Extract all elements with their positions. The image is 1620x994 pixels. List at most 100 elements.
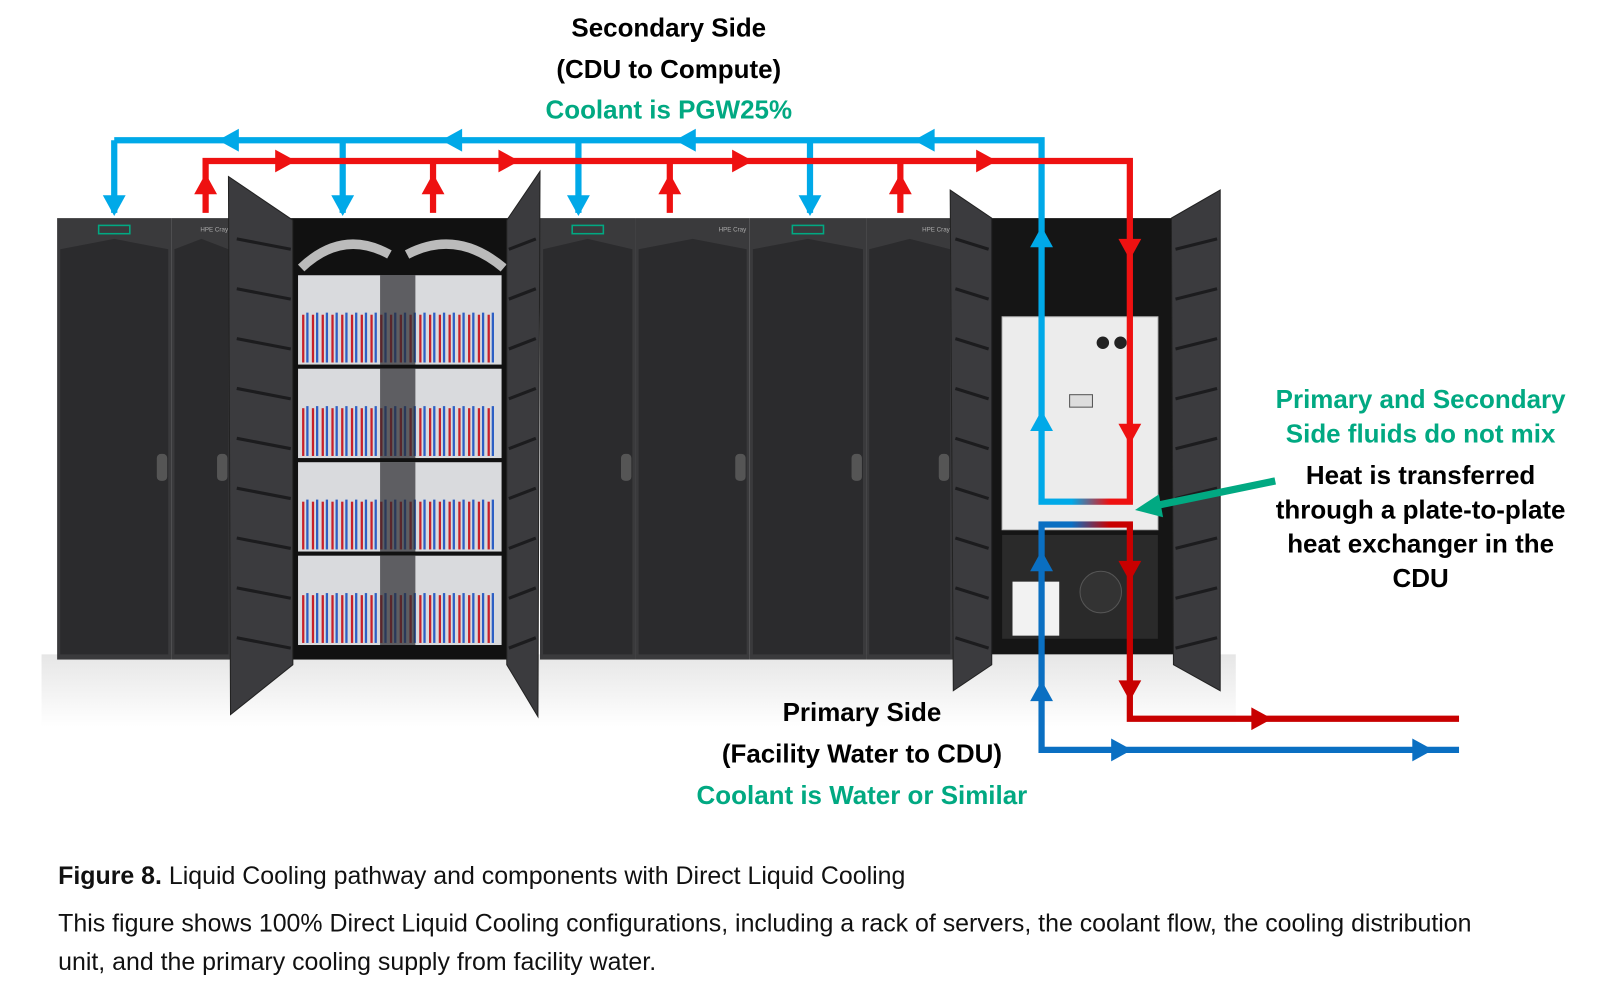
flow-arrow-up-icon [658,173,682,195]
flow-arrow-right-icon [498,149,520,173]
secondary-exchanger-pass [1038,498,1133,505]
pointer-arrow-icon [1135,494,1164,518]
flow-arrow-left-icon [218,128,239,152]
door-grille [236,287,292,301]
figure-title: Liquid Cooling pathway and components wi… [162,862,905,890]
door-handle-icon [217,453,228,481]
caption-body-line2: unit, and the primary cooling supply fro… [58,948,656,976]
cdu-left-door [949,189,993,692]
no-mix-note-line2: Side fluids do not mix [1286,418,1556,448]
door-grille [954,386,990,401]
compute-left-door [227,175,294,716]
door-grille [1175,436,1218,451]
flow-arrow-down-icon [567,195,590,217]
door-grille [508,237,537,251]
door-grille [236,486,292,501]
switch-blade [380,275,416,365]
flow-arrow-down-icon [798,195,822,217]
primary-coolant-label: Coolant is Water or Similar [697,780,1028,810]
heat-transfer-desc-line1: Heat is transferred [1306,460,1535,490]
door-grille [236,237,292,251]
coolant-manifold [297,239,507,272]
cdu-switch-icon [1096,336,1110,349]
door-grille [1175,636,1218,650]
door-grille [508,387,537,401]
rack-door [543,238,633,655]
rack-door [60,238,169,655]
flow-arrow-up-icon [888,173,912,195]
flow-arrow-up-icon [1030,550,1053,572]
flow-arrow-right-icon [275,149,296,173]
door-grille [236,436,292,451]
secondary-side-title: Secondary Side [571,12,766,42]
door-grille [1175,386,1218,401]
door-handle-icon [735,453,746,481]
flow-arrow-down-icon [1118,238,1142,260]
door-handle-icon [938,453,950,481]
door-grille [954,536,990,550]
door-grille [1175,287,1218,301]
cdu-switch-icon [1114,336,1127,349]
door-handle-icon [156,453,168,481]
door-grille [508,636,537,650]
flow-arrow-left-icon [913,128,935,152]
door-grille [508,436,537,451]
door-grille [954,237,990,251]
primary-side-title: Primary Side [783,697,942,727]
heat-transfer-desc-line2: through a plate-to-plate [1276,494,1566,524]
door-grille [236,536,292,550]
secondary-side-subtitle: (CDU to Compute) [556,54,781,84]
door-grille [508,337,537,351]
flow-arrow-right-icon [732,149,753,173]
figure-label: Figure 8. [58,862,162,890]
heat-transfer-desc-line3: heat exchanger in the [1287,529,1554,559]
flow-arrow-down-icon [1118,680,1142,702]
door-grille [508,287,537,301]
rack-door [638,238,747,655]
door-grille [1175,586,1218,600]
closed-rack-panel: HPE Cray [171,218,232,660]
flow-arrow-left-icon [441,128,463,152]
door-grille [236,636,292,650]
door-grille [1175,337,1218,351]
closed-rack-panel [749,218,867,660]
closed-rack-panel [540,218,636,660]
door-grille [954,436,990,451]
door-grille [954,636,990,650]
flow-arrow-right-icon [976,149,997,173]
flow-arrow-up-icon [1030,226,1053,248]
door-grille [954,486,990,501]
hpe-logo-icon [791,224,825,235]
door-grille [508,536,537,550]
door-grille [236,386,292,401]
flow-arrow-down-icon [1118,423,1142,445]
rack-brand-label: HPE Cray [200,227,229,234]
flow-arrow-right-icon [1412,738,1434,762]
flow-arrow-down-icon [331,195,355,217]
rack-door [869,238,951,655]
door-grille [508,486,537,501]
secondary-coolant-label: Coolant is PGW25% [545,94,792,124]
figure-caption: Figure 8. Liquid Cooling pathway and com… [58,862,905,890]
door-grille [954,337,990,351]
flow-arrow-left-icon [675,128,696,152]
coolant-pipes [102,128,1460,762]
pump-motor-icon [1079,570,1123,614]
door-grille [1175,536,1218,550]
primary-return-pipe [1126,524,1460,722]
switch-blade [380,368,416,459]
switch-blade [380,462,416,552]
reservoir-tank [1012,581,1060,636]
door-grille [236,586,292,600]
closed-rack-panel: HPE Cray [866,218,954,660]
cdu-display-icon [1069,394,1093,408]
flow-arrow-up-icon [421,173,445,195]
door-grille [954,287,990,301]
heat-transfer-desc-line4: CDU [1393,563,1449,593]
rack-door [174,238,229,655]
primary-supply-pipe [1038,524,1460,754]
door-handle-icon [621,453,632,481]
hpe-logo-icon [571,224,605,235]
